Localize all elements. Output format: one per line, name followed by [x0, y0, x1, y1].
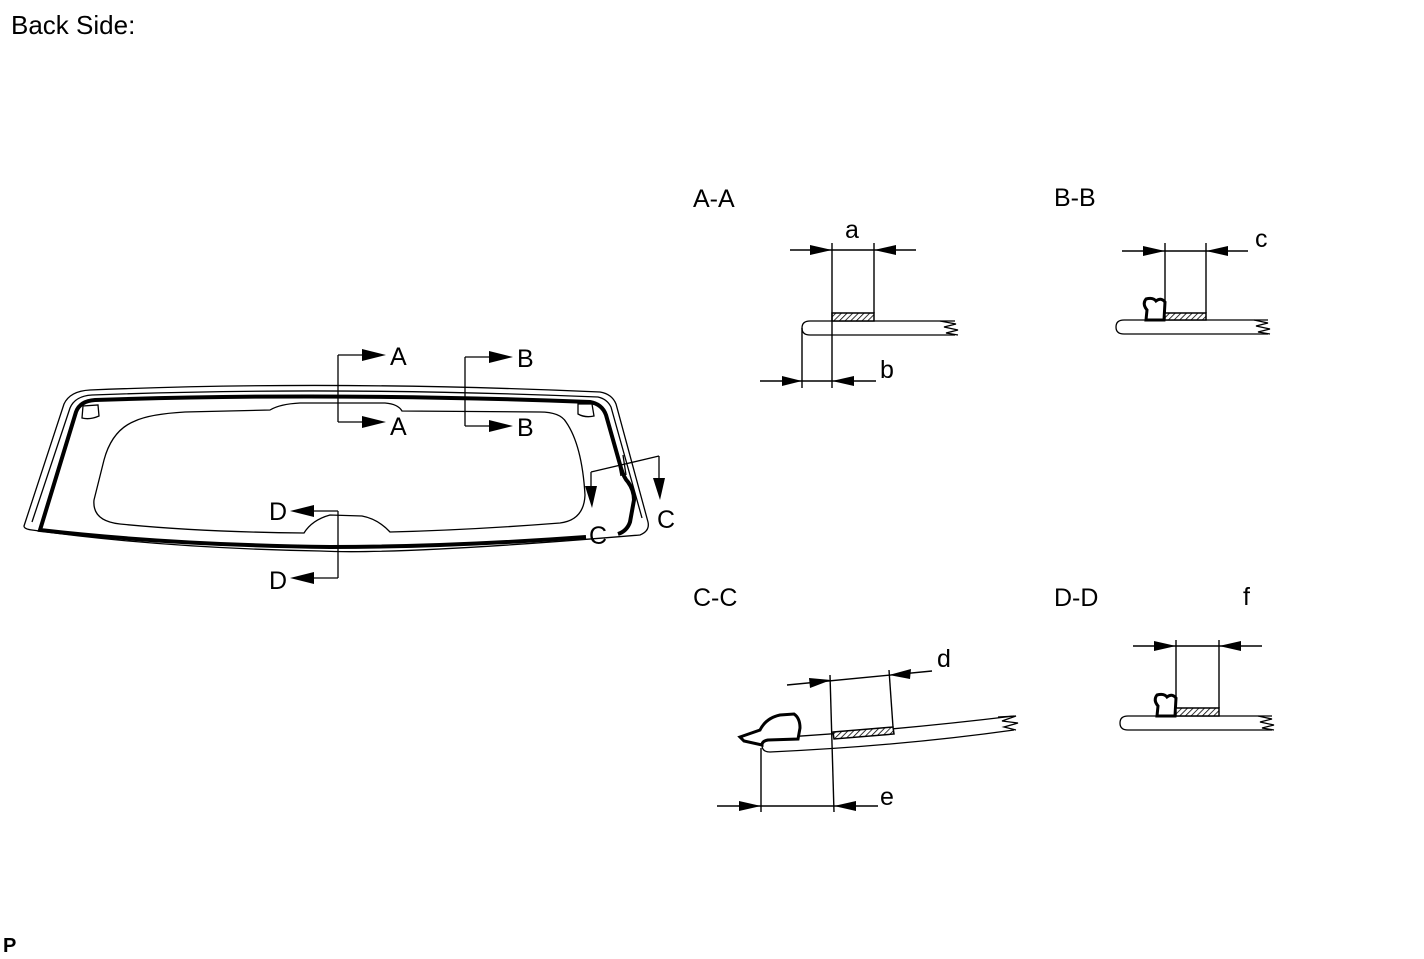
- adhesive-bead: [832, 726, 895, 740]
- mounting-clip-left: [81, 404, 100, 420]
- ceramic-inner-area-line: [93, 402, 586, 534]
- cutting-plane-b: B B: [464, 345, 534, 442]
- molding-profile: [737, 712, 802, 747]
- plane-d-bottom-label: D: [269, 567, 287, 595]
- dim-f-label: f: [1243, 583, 1250, 611]
- section-b-b-title: B-B: [1054, 184, 1096, 212]
- plane-a-top-label: A: [390, 343, 407, 371]
- section-c-c: C-C d e: [693, 584, 1019, 813]
- urethane-bead-line: [37, 394, 637, 550]
- glass-outer-edge: [23, 384, 649, 553]
- plane-b-bottom-label: B: [517, 414, 534, 442]
- molding-clip: [1142, 296, 1167, 322]
- plane-d-top-label: D: [269, 498, 287, 526]
- adhesive-bead: [1164, 312, 1207, 321]
- glass-break-mark: [1257, 715, 1275, 731]
- section-c-c-title: C-C: [693, 584, 737, 612]
- cutting-plane-d: D D: [269, 498, 339, 595]
- dim-a-label: a: [845, 216, 859, 244]
- cutting-plane-c: C C: [585, 455, 675, 550]
- adhesive-bead: [1175, 707, 1220, 717]
- dim-d-label: d: [937, 645, 951, 673]
- diagram-title: Back Side:: [11, 10, 136, 40]
- glass-break-mark: [939, 320, 959, 336]
- plane-b-top-label: B: [517, 345, 534, 373]
- glass-outer-edge-inner-line: [31, 390, 643, 523]
- plane-a-bottom-label: A: [390, 413, 407, 441]
- glass-profile: [1115, 319, 1268, 335]
- section-d-d-title: D-D: [1054, 584, 1098, 612]
- plane-c-right-label: C: [657, 506, 675, 534]
- adhesive-bead: [831, 312, 875, 322]
- dim-c-label: c: [1255, 225, 1268, 253]
- section-a-a: A-A a b: [693, 185, 959, 388]
- footer-code: P: [3, 935, 17, 957]
- glass-profile: [801, 320, 955, 336]
- mounting-clip-right: [577, 403, 595, 418]
- bead-step-tick: [622, 454, 627, 476]
- section-a-a-title: A-A: [693, 185, 735, 213]
- cutting-plane-a: A A: [337, 343, 407, 441]
- molding-clip: [1153, 692, 1178, 718]
- section-d-d: D-D f: [1054, 583, 1275, 731]
- back-window-glass: [23, 384, 649, 553]
- plane-c-left-label: C: [589, 522, 607, 550]
- glass-profile: [1119, 715, 1272, 731]
- glass-break-mark: [997, 715, 1019, 731]
- dim-b-label: b: [880, 356, 894, 384]
- section-b-b: B-B c: [1054, 184, 1271, 335]
- glass-break-mark: [1253, 319, 1271, 335]
- dim-e-label: e: [880, 783, 894, 811]
